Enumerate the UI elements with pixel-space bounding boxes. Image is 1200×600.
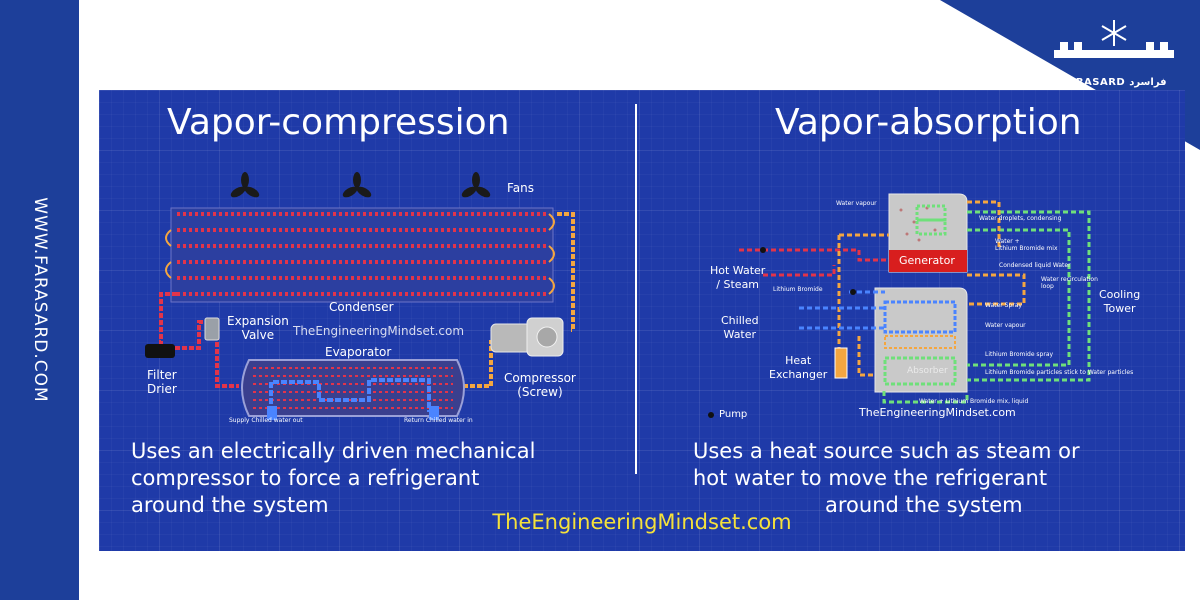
left-description-line: Uses an electrically driven mechanical — [131, 439, 536, 463]
left-description-line: around the system — [131, 493, 329, 517]
evaporator-vessel — [241, 359, 465, 420]
condenser-coil — [165, 207, 555, 303]
filter-drier — [145, 344, 175, 358]
label-lithium-bromide: Lithium Bromide — [773, 286, 823, 293]
right-description-line: around the system — [825, 493, 1023, 517]
label-water-libr-mix: Water + Lithium Bromide mix — [995, 238, 1058, 252]
brand-logo-text: FARASARD فراسرد — [1061, 77, 1167, 88]
right-description: Uses a heat source such as steam or hot … — [693, 438, 1080, 519]
label-evaporator: Evaporator — [325, 345, 392, 359]
right-watermark: TheEngineeringMindset.com — [859, 406, 1016, 419]
label-absorber: Absorber — [907, 366, 948, 376]
label-fans: Fans — [507, 181, 535, 195]
absorber-vessel — [874, 287, 968, 393]
generator-vessel — [888, 193, 968, 273]
sidebar: WWW.FARASARD.COM — [0, 0, 79, 600]
label-condenser: Condenser — [329, 300, 394, 314]
label-condensed-liquid: Condensed liquid Water — [999, 262, 1071, 269]
label-return-water: Return Chilled water in — [404, 417, 473, 424]
fan-icon — [461, 172, 491, 198]
left-watermark: TheEngineeringMindset.com — [293, 324, 465, 338]
diagrams-drawing — [145, 172, 1091, 420]
brand-logo[interactable]: FARASARD فراسرد — [1054, 18, 1174, 88]
label-water-vapour-top: Water vapour — [836, 200, 877, 207]
pump-icon — [760, 247, 766, 253]
website-url[interactable]: WWW.FARASARD.COM — [30, 197, 50, 403]
left-description: Uses an electrically driven mechanical c… — [131, 438, 535, 519]
left-title: Vapor-compression — [167, 102, 510, 143]
panel-divider — [635, 104, 637, 474]
label-heat-exchanger: Heat Exchanger — [769, 354, 828, 381]
label-water-spray: Water Spray — [985, 302, 1022, 309]
footer-website[interactable]: TheEngineeringMindset.com — [492, 510, 792, 534]
label-cooling-tower: Cooling Tower — [1099, 288, 1141, 315]
label-chilled-water: Chilled Water — [721, 314, 759, 341]
label-filter-drier: Filter Drier — [147, 368, 177, 396]
label-compressor: Compressor (Screw) — [504, 371, 576, 399]
compressor — [490, 317, 564, 357]
fan-icon — [342, 172, 372, 198]
comparison-panel: Vapor-compression Vapor-absorption Fans … — [99, 90, 1185, 551]
label-supply-water: Supply Chilled water out — [229, 417, 303, 424]
label-water-libr-liquid: Water + Lithium Bromide mix, liquid — [919, 398, 1029, 405]
label-water-droplets: Water droplets, condensing — [979, 215, 1062, 222]
label-libr-spray: Lithium Bromide spray — [985, 351, 1054, 358]
heat-exchanger — [834, 347, 848, 379]
label-pump: Pump — [719, 409, 748, 420]
label-libr-particles: Lithium Bromide particles stick to Water… — [985, 369, 1134, 376]
right-description-line: Uses a heat source such as steam or — [693, 439, 1080, 463]
snowflake-icon — [1054, 20, 1174, 58]
right-description-line: hot water to move the refrigerant — [693, 466, 1048, 490]
right-title: Vapor-absorption — [775, 102, 1082, 143]
label-expansion-valve: Expansion Valve — [227, 314, 289, 342]
pump-icon — [850, 289, 856, 295]
label-hot-water: Hot Water / Steam — [710, 264, 766, 291]
pump-icon — [708, 412, 714, 418]
left-description-line: compressor to force a refrigerant — [131, 466, 480, 490]
label-water-recirculation: Water recirculation loop — [1041, 276, 1098, 290]
label-water-vapour: Water vapour — [985, 322, 1026, 329]
expansion-valve — [204, 317, 220, 341]
fan-icon — [230, 172, 260, 198]
label-generator: Generator — [899, 254, 955, 267]
